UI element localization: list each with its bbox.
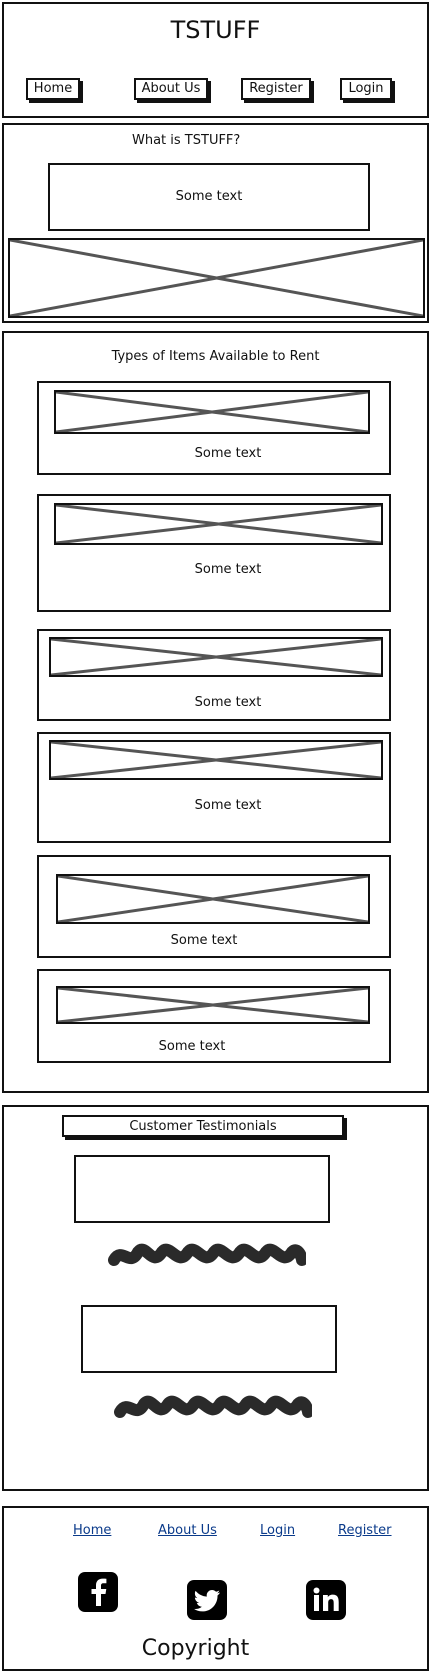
header: TSTUFF Home About Us Register Login — [2, 2, 429, 118]
item-image-placeholder — [54, 390, 370, 434]
testimonial-text-box — [81, 1305, 337, 1373]
testimonials-heading-box: Customer Testimonials — [62, 1115, 344, 1137]
testimonial-signature-scribble — [114, 1395, 312, 1418]
item-card[interactable]: Some text — [37, 381, 391, 475]
footer-link-home[interactable]: Home — [73, 1523, 112, 1538]
testimonial-text-box — [74, 1155, 330, 1223]
linkedin-icon[interactable] — [306, 1580, 346, 1620]
nav-register-button[interactable]: Register — [241, 78, 311, 100]
item-image-placeholder — [49, 637, 383, 677]
about-heading: What is TSTUFF? — [132, 133, 241, 148]
about-text-box: Some text — [48, 163, 370, 231]
item-image-placeholder — [54, 503, 383, 545]
nav-about-button[interactable]: About Us — [134, 78, 208, 100]
item-card-text: Some text — [194, 562, 262, 577]
twitter-icon[interactable] — [187, 1580, 227, 1620]
nav-login-button[interactable]: Login — [340, 78, 392, 100]
item-card-text: Some text — [194, 695, 262, 710]
item-card-text: Some text — [194, 798, 262, 813]
facebook-icon[interactable] — [78, 1572, 118, 1612]
footer: Home About Us Login Register Copyright — [2, 1506, 429, 1671]
item-image-placeholder — [56, 986, 370, 1024]
nav-home-button[interactable]: Home — [26, 78, 80, 100]
testimonial-signature-scribble — [108, 1243, 306, 1266]
copyright-text: Copyright — [141, 1636, 250, 1661]
item-image-placeholder — [49, 740, 383, 780]
footer-link-register[interactable]: Register — [338, 1523, 392, 1538]
item-card-text: Some text — [194, 446, 262, 461]
about-image-placeholder — [8, 238, 425, 318]
about-text: Some text — [175, 189, 243, 204]
item-card[interactable]: Some text — [37, 969, 391, 1063]
testimonials-section: Customer Testimonials — [2, 1105, 429, 1491]
item-card[interactable]: Some text — [37, 855, 391, 958]
items-section: Types of Items Available to Rent Some te… — [2, 331, 429, 1093]
testimonials-heading: Customer Testimonials — [129, 1119, 277, 1134]
about-section: What is TSTUFF? Some text — [2, 123, 429, 323]
item-image-placeholder — [56, 874, 370, 924]
items-heading: Types of Items Available to Rent — [111, 349, 320, 364]
footer-link-login[interactable]: Login — [260, 1523, 296, 1538]
item-card[interactable]: Some text — [37, 732, 391, 843]
footer-link-about[interactable]: About Us — [158, 1523, 217, 1538]
item-card-text: Some text — [158, 1039, 226, 1054]
site-title: TSTUFF — [170, 16, 261, 44]
item-card[interactable]: Some text — [37, 494, 391, 612]
item-card-text: Some text — [170, 933, 238, 948]
item-card[interactable]: Some text — [37, 629, 391, 721]
